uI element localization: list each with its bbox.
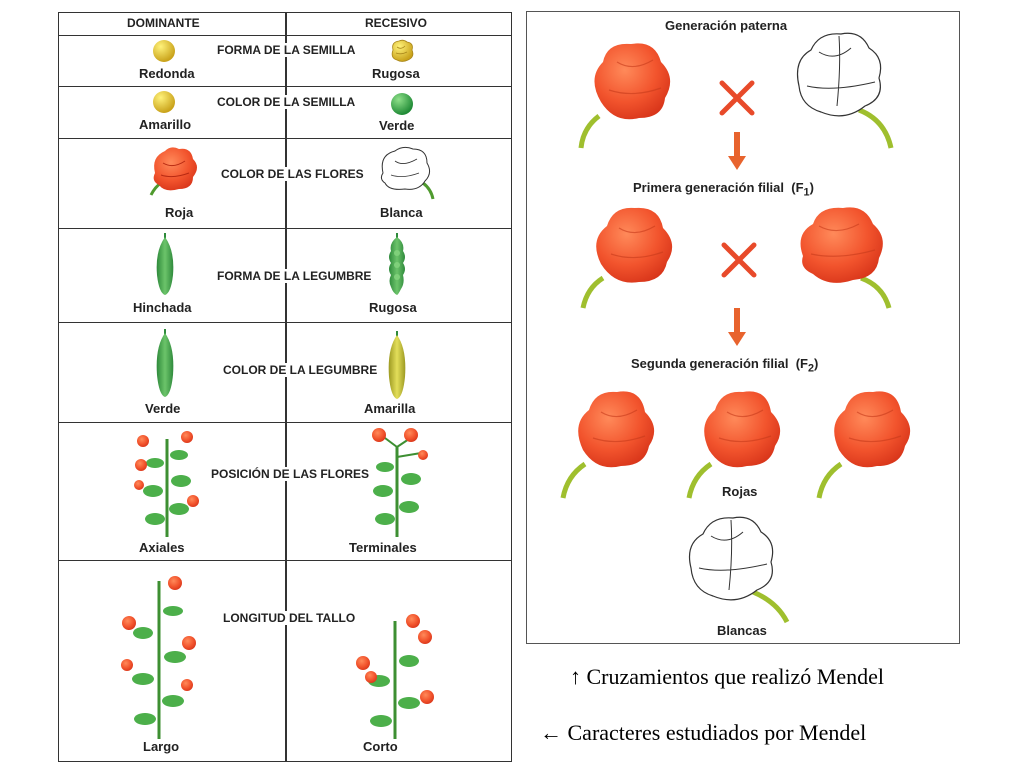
trait-label: FORMA DE LA SEMILLA	[215, 43, 358, 57]
dominant-value: Hinchada	[133, 300, 192, 315]
recessive-value: Amarilla	[364, 401, 416, 416]
trait-label: COLOR DE LA LEGUMBRE	[221, 363, 380, 377]
white-flower-icon	[380, 146, 435, 200]
red-flower-icon	[560, 391, 655, 499]
red-flower-icon	[578, 43, 671, 149]
trait-label: FORMA DE LA LEGUMBRE	[215, 269, 374, 283]
header-recessive: RECESIVO	[365, 16, 428, 30]
arrow-down-icon	[728, 132, 746, 170]
axial-flowers-plant-icon	[134, 431, 199, 537]
mendel-traits-table: DOMINANTE RECESIVO FORMA DE LA SEMILLA R…	[58, 12, 512, 762]
dominant-value: Axiales	[139, 540, 185, 555]
trait-label: LONGITUD DEL TALLO	[221, 611, 358, 625]
green-pod-icon	[156, 329, 174, 397]
trait-label: COLOR DE LAS FLORES	[219, 167, 366, 181]
red-offspring-label: Rojas	[722, 484, 758, 499]
row-flower-color: COLOR DE LAS FLORES Roja Blanca	[59, 139, 511, 229]
cross-icon	[719, 80, 755, 116]
red-flower-icon	[816, 391, 911, 499]
tall-stem-plant-icon	[121, 576, 196, 739]
red-flower-icon	[149, 147, 197, 196]
arrow-down-icon	[728, 308, 746, 346]
f2-generation-title: Segunda generación filial (F2)	[631, 356, 818, 375]
row-pod-shape: FORMA DE LA LEGUMBRE Hinchada Rugosa	[59, 229, 511, 323]
caption-crosses: ↑ Cruzamientos que realizó Mendel	[570, 664, 885, 689]
yellow-seed-icon	[153, 91, 175, 113]
white-flower-icon	[688, 516, 790, 624]
red-flower-icon	[686, 391, 781, 499]
white-flower-icon	[796, 32, 894, 149]
mendel-crosses-panel: Generación paterna Primera generación fi…	[526, 11, 960, 644]
f1-tag: (F	[791, 180, 804, 195]
row-seed-color: COLOR DE LA SEMILLA Amarillo Verde	[59, 87, 511, 139]
f2-text: Segunda generación filial	[631, 356, 789, 371]
dominant-value: Amarillo	[139, 117, 192, 132]
f2-subscript: 2	[808, 362, 815, 375]
f2-tag: (F	[795, 356, 808, 371]
f1-close: )	[809, 180, 814, 195]
terminal-flowers-plant-icon	[372, 428, 428, 537]
cross-icon	[721, 242, 757, 278]
red-flower-icon	[800, 207, 892, 309]
f1-generation-title: Primera generación filial (F1)	[633, 180, 814, 199]
row-flower-position: POSICIÓN DE LAS FLORES Axiales Terminale…	[59, 423, 511, 561]
green-seed-icon	[391, 93, 413, 115]
trait-label: COLOR DE LA SEMILLA	[215, 95, 358, 109]
round-seed-icon	[153, 40, 175, 62]
dominant-value: Largo	[143, 739, 180, 754]
row-stem-length: LONGITUD DEL TALLO Largo Corto	[59, 561, 511, 763]
wrinkled-seed-icon	[391, 39, 414, 62]
constricted-pod-icon	[389, 233, 405, 295]
short-stem-plant-icon	[356, 614, 434, 739]
recessive-value: Corto	[363, 739, 398, 754]
dominant-value: Verde	[145, 401, 181, 416]
row-pod-color: COLOR DE LA LEGUMBRE Verde Amarilla	[59, 323, 511, 423]
caption-characters: ← Caracteres estudiados por Mendel	[540, 720, 867, 745]
dominant-value: Roja	[165, 205, 194, 220]
parental-generation-title: Generación paterna	[665, 18, 788, 33]
recessive-value: Verde	[379, 118, 415, 133]
recessive-value: Rugosa	[372, 66, 420, 81]
recessive-value: Blanca	[380, 205, 423, 220]
recessive-value: Terminales	[349, 540, 417, 555]
recessive-value: Rugosa	[369, 300, 417, 315]
header-dominant: DOMINANTE	[127, 16, 200, 30]
f1-text: Primera generación filial	[633, 180, 785, 195]
inflated-pod-icon	[156, 233, 174, 295]
red-flower-icon	[580, 207, 673, 309]
row-seed-shape: FORMA DE LA SEMILLA Redonda Rugosa	[59, 35, 511, 87]
dominant-value: Redonda	[139, 66, 195, 81]
white-offspring-label: Blancas	[717, 623, 767, 638]
column-divider	[285, 13, 287, 761]
f2-close: )	[814, 356, 819, 371]
yellow-pod-icon	[388, 331, 406, 399]
f1-subscript: 1	[803, 186, 810, 199]
trait-label: POSICIÓN DE LAS FLORES	[209, 467, 372, 481]
